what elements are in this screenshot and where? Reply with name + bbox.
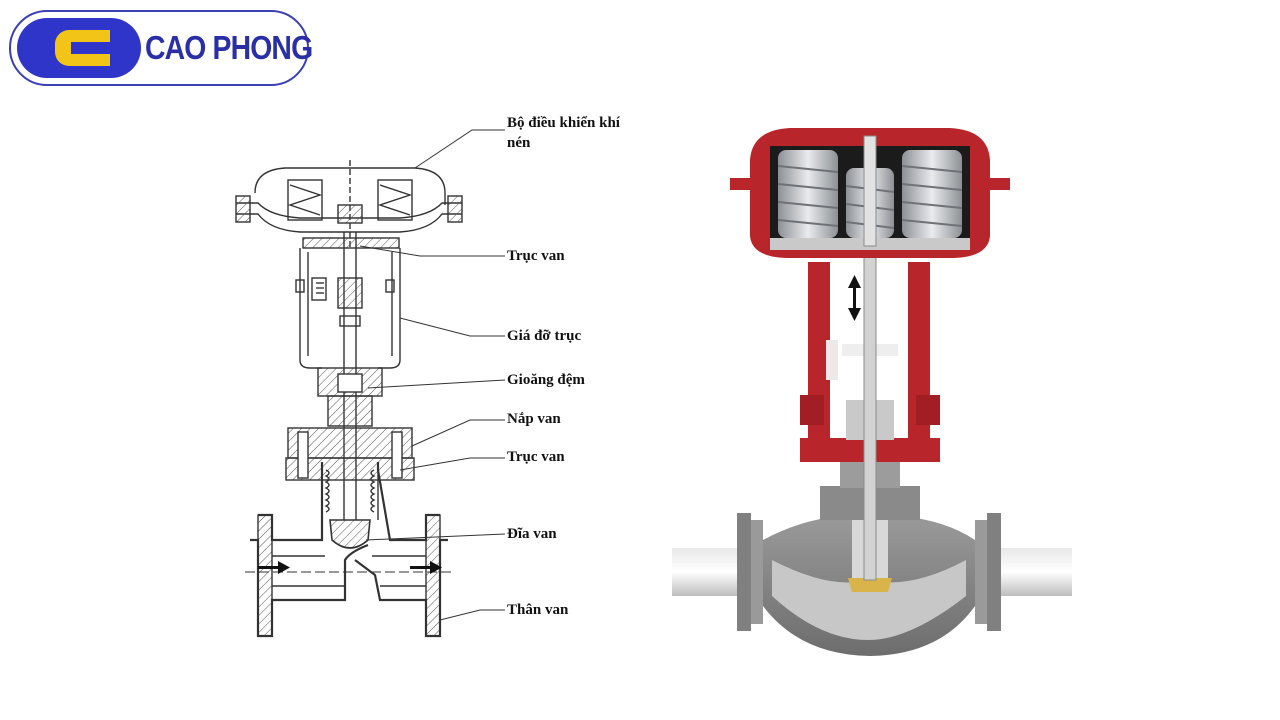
flow-arrow-icon [258, 561, 442, 574]
bonnet-flange [285, 427, 415, 481]
valve-body [250, 462, 448, 638]
label-packing: Gioăng đệm [507, 372, 585, 388]
label-stem-top: Trục van [507, 248, 565, 264]
label-plug: Đĩa van [507, 526, 557, 542]
cutaway-illustration [672, 128, 1072, 656]
actuator-housing [235, 160, 463, 250]
stem-motion-arrow-icon [848, 275, 861, 321]
packing-gland [317, 367, 383, 427]
logo-badge [17, 18, 141, 78]
letter-c-logo-icon [55, 30, 110, 66]
label-body: Thân van [507, 602, 569, 618]
brand-logo: CAO PHONG [9, 10, 313, 86]
label-stem-bottom: Trục van [507, 449, 565, 465]
leader-lines [359, 129, 506, 621]
label-actuator: Bộ điều khiển khí nén [507, 115, 620, 151]
section-drawing [235, 160, 463, 638]
label-bonnet: Nắp van [507, 411, 561, 427]
brand-name: CAO PHONG [145, 29, 313, 66]
yoke-frame [295, 237, 401, 369]
valve-plug [329, 519, 371, 549]
actuator-springs [777, 150, 963, 238]
label-yoke: Giá đỡ trục [507, 328, 582, 344]
